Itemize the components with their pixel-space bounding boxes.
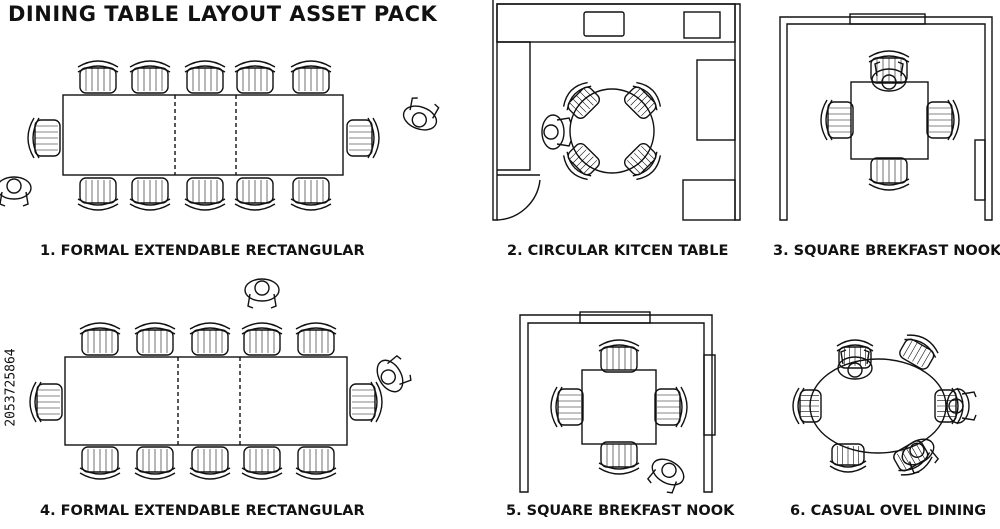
caption-2: 2. CIRCULAR KITCEN TABLE (507, 243, 729, 259)
caption-5: 5. SQUARE BREKFAST NOOK (506, 503, 735, 519)
nook-walls-5 (519, 314, 713, 493)
person-figure (376, 354, 412, 393)
layout-2-circular-kitchen (492, 0, 741, 221)
chair (77, 60, 119, 94)
chair (868, 157, 910, 191)
chair (27, 117, 61, 159)
square-table-5 (581, 369, 657, 445)
caption-1: 1. FORMAL EXTENDABLE RECTANGULAR (40, 243, 365, 259)
chair (241, 446, 283, 480)
chair (189, 446, 231, 480)
chair (29, 381, 63, 423)
chair (134, 322, 176, 356)
chair (654, 386, 688, 428)
chair (550, 386, 584, 428)
chair (295, 446, 337, 480)
stove (683, 11, 721, 39)
table-1 (62, 94, 344, 176)
chairs-layer (27, 50, 964, 480)
fridge (682, 179, 736, 221)
chair (562, 81, 601, 120)
chair (77, 177, 119, 211)
page-title: DINING TABLE LAYOUT ASSET PACK (8, 2, 438, 26)
chair (598, 339, 640, 373)
caption-3: 3. SQUARE BREKFAST NOOK (773, 243, 1000, 259)
chair (899, 334, 939, 370)
chair (623, 81, 662, 120)
stock-id-watermark: 2053725864 (3, 348, 19, 427)
chair (820, 99, 854, 141)
counter-left-run (497, 41, 531, 171)
window-side (703, 354, 716, 436)
chair (129, 177, 171, 211)
chair (346, 117, 380, 159)
chair (234, 177, 276, 211)
table-4 (64, 356, 348, 446)
chair (792, 387, 822, 425)
window-top (849, 13, 926, 25)
person-figure (646, 458, 685, 494)
people-layer (0, 61, 977, 494)
chair (134, 446, 176, 480)
door-swing (496, 174, 541, 221)
layout-3-square-nook (779, 13, 993, 221)
chair (598, 441, 640, 475)
chair (79, 322, 121, 356)
person-figure (871, 61, 907, 92)
chair (189, 322, 231, 356)
person-figure (402, 97, 440, 131)
round-table (569, 88, 655, 174)
layout-1-formal-rectangular (62, 94, 344, 176)
chair (184, 177, 226, 211)
counter-top-run (496, 3, 736, 43)
caption-4: 4. FORMAL EXTENDABLE RECTANGULAR (40, 503, 365, 519)
chair (926, 99, 960, 141)
layout-5-square-nook (519, 311, 716, 493)
chair (79, 446, 121, 480)
chair (290, 177, 332, 211)
chair (184, 60, 226, 94)
window-side (974, 139, 986, 201)
person-figure (541, 114, 572, 150)
person-figure (244, 278, 280, 309)
chair (349, 381, 383, 423)
chair (562, 142, 601, 181)
chair (241, 322, 283, 356)
chair (623, 142, 662, 181)
chair (868, 50, 910, 84)
counter-right-run (696, 59, 736, 141)
person-figure (901, 438, 940, 474)
window-top (579, 311, 651, 324)
layout-4-formal-rectangular (64, 356, 348, 446)
sink (583, 11, 625, 37)
square-table-3 (850, 81, 929, 160)
person-figure (946, 388, 977, 424)
person-figure (837, 349, 873, 380)
chair (290, 60, 332, 94)
chair (129, 60, 171, 94)
chair (234, 60, 276, 94)
chair (829, 443, 867, 473)
chair (295, 322, 337, 356)
caption-6: 6. CASUAL OVEL DINING (790, 503, 987, 519)
person-figure (0, 176, 32, 207)
